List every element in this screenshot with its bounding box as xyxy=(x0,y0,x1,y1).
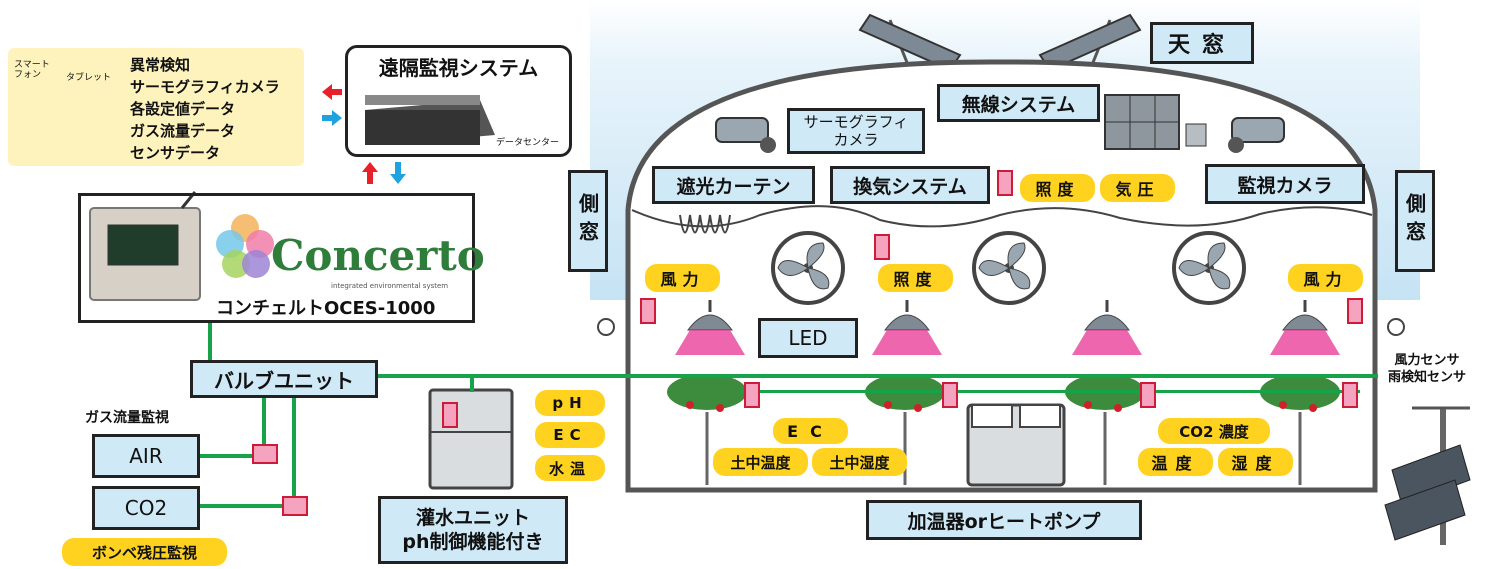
smartphone-label: スマート フォン xyxy=(14,60,50,80)
weather-sensor-label: 風力センサ 雨検知センサ xyxy=(1388,352,1466,386)
water-temp-tag: 水温 xyxy=(535,455,605,481)
wireless-unit-icon xyxy=(1104,94,1207,150)
sync-arrows-icon xyxy=(322,84,342,126)
concerto-logo-icon xyxy=(216,214,274,278)
weather-station-icon xyxy=(1384,406,1471,545)
data-item: サーモグラフィカメラ xyxy=(130,78,280,96)
side-window-left-box: 側窓 xyxy=(568,170,608,272)
gas-sensor-air xyxy=(252,444,278,464)
weather-line2: 雨検知センサ xyxy=(1388,370,1467,385)
sensor-bed-1 xyxy=(744,382,760,408)
side-window-right-box: 側窓 xyxy=(1395,170,1435,272)
curtain-coil xyxy=(679,214,731,234)
remote-title: 遠隔監視システム xyxy=(378,56,539,80)
led-lamp-icon xyxy=(675,300,745,355)
controller-device-icon xyxy=(89,191,201,301)
irrigation-subtitle: ph制御機能付き xyxy=(402,531,544,553)
thermo-camera-line1: サーモグラフィ xyxy=(803,113,909,131)
cylinder-pressure-tag: ボンベ残圧監視 xyxy=(62,538,227,566)
skylight-box: 天窓 xyxy=(1150,22,1254,64)
humidity-tag: 湿度 xyxy=(1218,448,1293,476)
temperature-tag: 温度 xyxy=(1138,448,1213,476)
sync-arrows-vertical-icon xyxy=(362,162,406,184)
led-lamp-icon xyxy=(1072,300,1142,355)
pipe-air xyxy=(262,395,266,455)
strawberry-plant-icon xyxy=(667,374,747,485)
ec-bed-tag: EC xyxy=(773,418,848,444)
led-lamp-icon xyxy=(1270,300,1340,355)
shade-curtain-box: 遮光カーテン xyxy=(652,166,815,204)
sensor-top xyxy=(997,170,1013,196)
irrigation-unit: 灌水ユニット ph制御機能付き xyxy=(378,496,568,564)
soil-temp-tag: 土中温度 xyxy=(713,448,808,476)
sensor-mid xyxy=(874,234,890,260)
data-item: 異常検知 xyxy=(130,56,191,74)
thermo-camera-icon xyxy=(715,117,776,153)
fan-icon xyxy=(972,231,1046,305)
datacenter-label: データセンター xyxy=(495,138,559,148)
pipe-co2 xyxy=(292,395,296,505)
model-name: コンチェルトOCES-1000 xyxy=(216,298,436,319)
heater-box: 加温器orヒートポンプ xyxy=(866,500,1142,540)
data-item: センサデータ xyxy=(130,144,221,162)
sensor-bed-3 xyxy=(1140,382,1156,408)
data-item: ガス流量データ xyxy=(130,122,236,140)
pipe-controller xyxy=(208,322,212,362)
valve-unit: バルブユニット xyxy=(190,360,378,398)
fan-icon xyxy=(771,231,845,305)
monitor-camera-icon xyxy=(1228,117,1285,153)
remote-monitoring-box: 遠隔監視システム データセンター xyxy=(345,45,572,157)
led-lamp-icon xyxy=(872,300,942,355)
side-window-hinge-left xyxy=(597,318,615,336)
soil-humidity-tag: 土中湿度 xyxy=(812,448,907,476)
led-box: LED xyxy=(758,318,858,358)
side-window-hinge-right xyxy=(1387,318,1405,336)
air-box: AIR xyxy=(92,434,200,478)
co2-concentration-tag: CO2 濃度 xyxy=(1158,418,1270,444)
weather-line1: 風力センサ xyxy=(1394,353,1460,368)
data-panel xyxy=(8,48,304,166)
datacenter-server-icon xyxy=(365,95,495,145)
sensor-right xyxy=(1347,298,1363,324)
wireless-box: 無線システム xyxy=(937,84,1100,122)
tablet-label: タブレット xyxy=(66,73,112,83)
ph-tag: pH xyxy=(535,390,605,416)
concerto-brand: Concerto xyxy=(271,231,485,280)
concerto-subtitle: integrated environmental system xyxy=(331,282,449,290)
controller-box: Concerto integrated environmental system… xyxy=(78,193,485,323)
wind-right-tag: 風力 xyxy=(1288,264,1363,292)
pipe-main xyxy=(378,374,1378,378)
tank-sensor xyxy=(442,402,458,428)
data-item-list: 異常検知 サーモグラフィカメラ 各設定値データ ガス流量データ センサデータ xyxy=(130,54,280,164)
pipe-beds xyxy=(740,390,1360,393)
ec-tag: EC xyxy=(535,422,605,448)
sensor-left xyxy=(640,298,656,324)
pipe-air-h xyxy=(200,454,262,458)
illuminance-mid-tag: 照度 xyxy=(878,264,953,292)
pipe-tank xyxy=(470,374,474,392)
monitor-camera-box: 監視カメラ xyxy=(1205,164,1365,204)
irrigation-title: 灌水ユニット xyxy=(415,507,530,529)
co2-box: CO2 xyxy=(92,486,200,530)
sensor-bed-2 xyxy=(942,382,958,408)
thermo-camera-box: サーモグラフィ カメラ xyxy=(787,108,925,154)
data-item: 各設定値データ xyxy=(130,100,236,118)
illuminance-top-tag: 照度 xyxy=(1020,174,1095,202)
pressure-tag: 気圧 xyxy=(1100,174,1175,202)
sensor-bed-4 xyxy=(1342,382,1358,408)
pipe-co2-h xyxy=(200,504,292,508)
curtain-line xyxy=(631,205,1373,228)
fan-icon xyxy=(1172,231,1246,305)
heater-icon xyxy=(966,403,1066,487)
wind-left-tag: 風力 xyxy=(645,264,720,292)
ventilation-box: 換気システム xyxy=(830,166,990,204)
thermo-camera-line2: カメラ xyxy=(833,131,879,149)
gas-sensor-co2 xyxy=(282,496,308,516)
gas-monitor-label: ガス流量監視 xyxy=(85,410,169,426)
